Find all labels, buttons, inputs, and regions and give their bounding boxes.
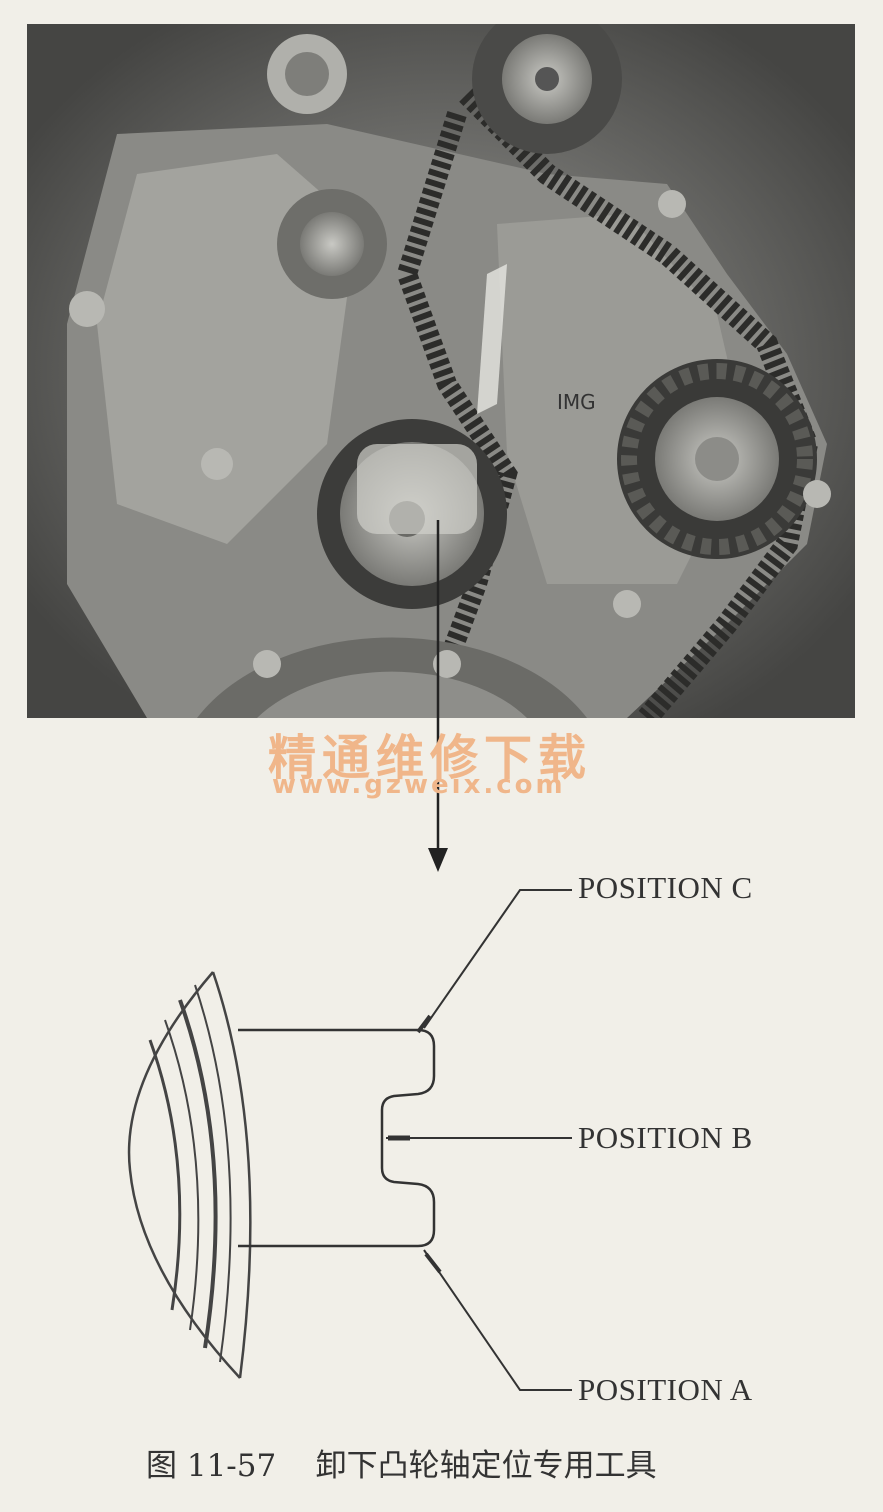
leader-line-a [423, 1249, 572, 1391]
engine-photo-art: IMG [27, 24, 855, 718]
watermark-url: www.gzweix.com [272, 770, 566, 800]
leader-tip-a [424, 1252, 442, 1274]
engraving-text: IMG [557, 390, 596, 414]
label-position-c: POSITION C [578, 870, 753, 905]
leader-tip-c [416, 1014, 432, 1034]
engine-timing-photo: IMG [27, 24, 855, 718]
label-position-b: POSITION B [578, 1120, 753, 1155]
pointer-arrowhead [428, 848, 448, 872]
figure-caption: 图 11-57 卸下凸轮轴定位专用工具 [146, 1448, 657, 1484]
tool-knob [127, 971, 252, 1379]
label-position-a: POSITION A [578, 1372, 753, 1407]
tool-shaft [238, 1028, 436, 1248]
watermark-site-name: 精通维修下载 [268, 730, 593, 786]
leader-line-c [423, 889, 572, 1029]
